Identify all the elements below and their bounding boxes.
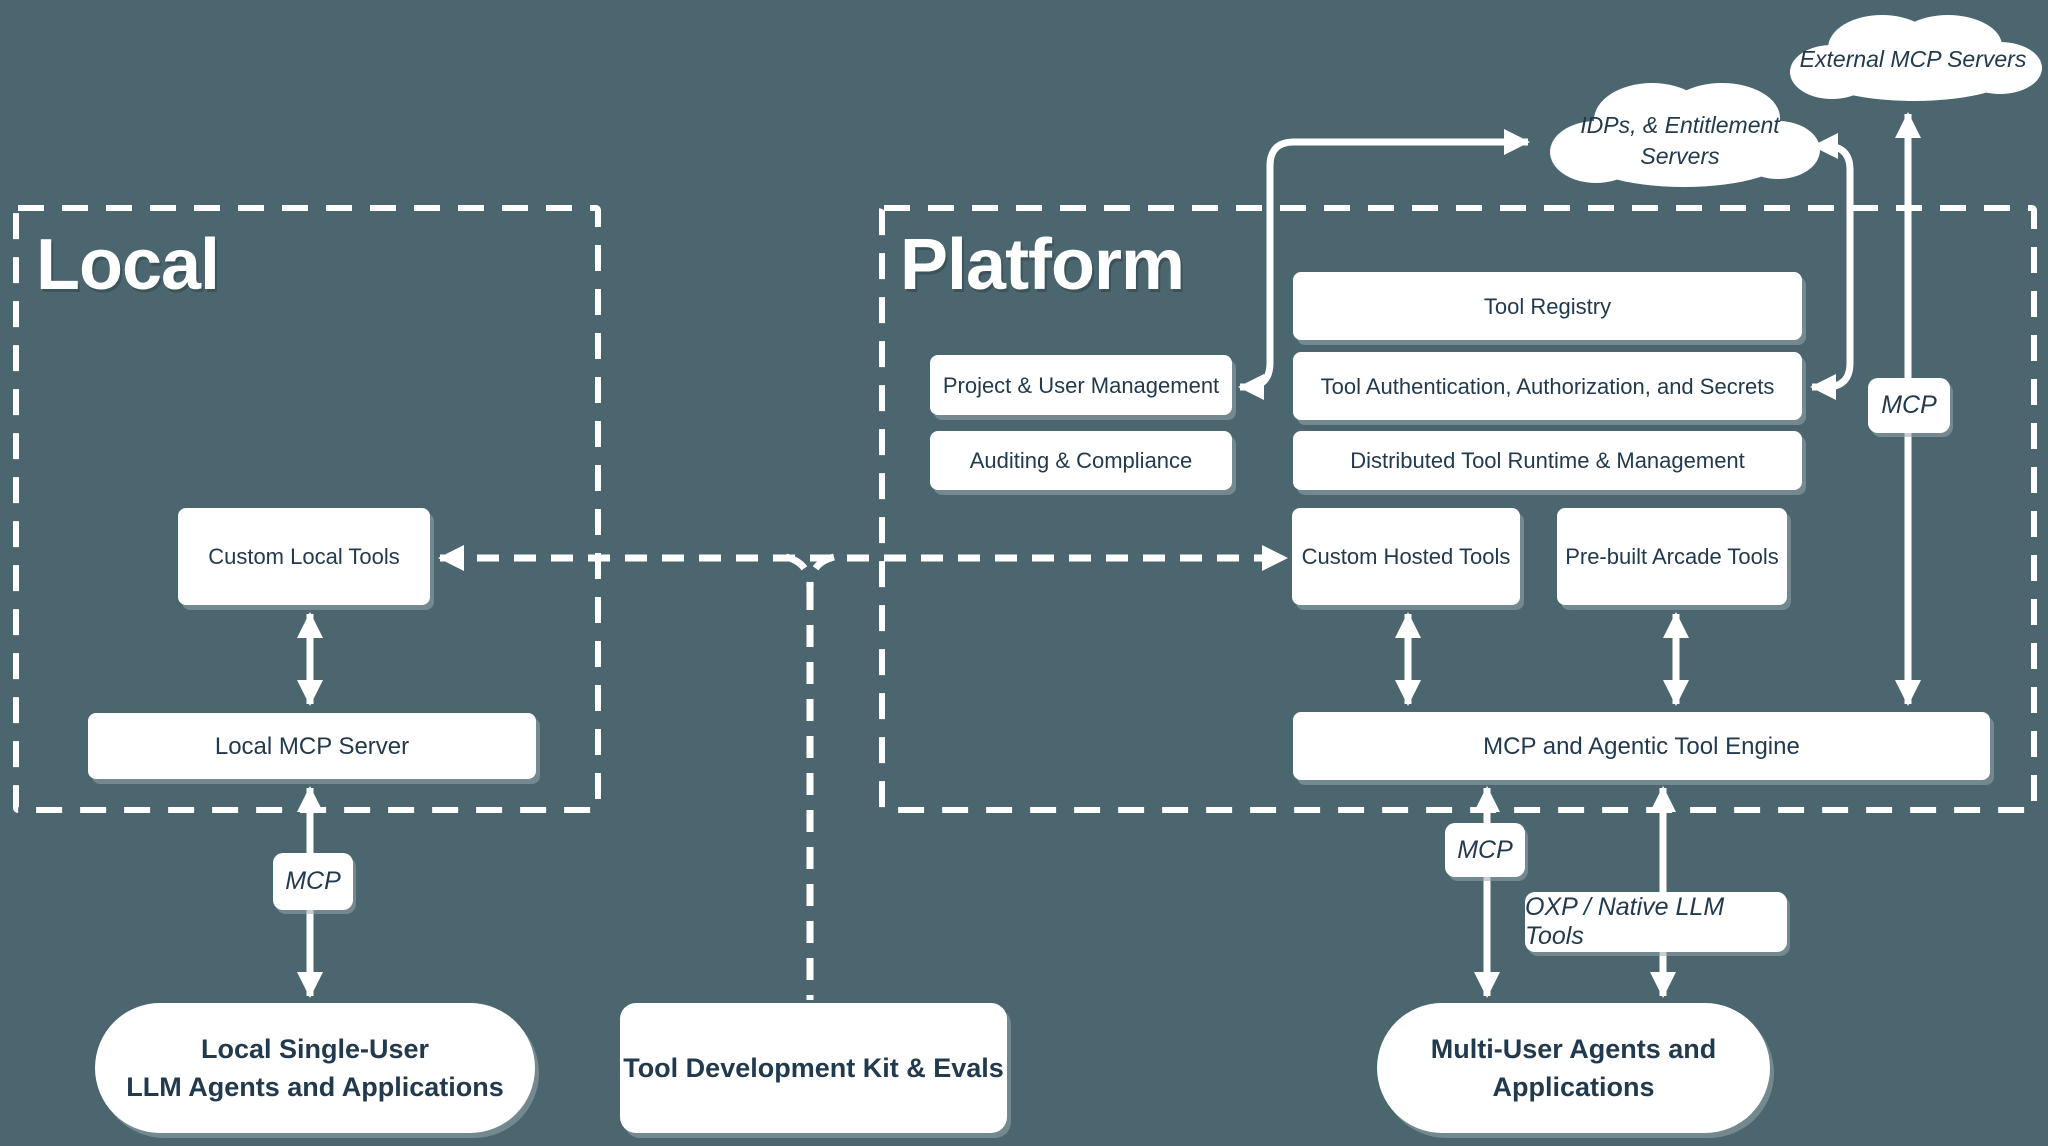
node-mcp-engine-label: MCP and Agentic Tool Engine bbox=[1483, 732, 1800, 760]
edge-label-mcp-local: MCP bbox=[273, 853, 353, 910]
dashed-connectors bbox=[438, 545, 1288, 1000]
node-tool-registry-label: Tool Registry bbox=[1483, 293, 1612, 319]
connector-idps-toolauth bbox=[1810, 133, 1854, 400]
idps-cloud-label-line1: IDPs, & Entitlement bbox=[1580, 112, 1780, 138]
node-local-agents-line2: LLM Agents and Applications bbox=[126, 1072, 504, 1102]
node-tool-registry: Tool Registry bbox=[1293, 272, 1802, 340]
node-local-mcp-server-label: Local MCP Server bbox=[214, 732, 410, 760]
connector-branch-right-curve bbox=[806, 553, 836, 589]
node-project-user-management-label: Project & User Management bbox=[942, 372, 1220, 398]
connector-branch-left-curve bbox=[784, 553, 814, 589]
external-mcp-cloud-label: External MCP Servers bbox=[1799, 46, 2027, 72]
external-mcp-cloud bbox=[1790, 15, 2042, 101]
node-project-user-management: Project & User Management bbox=[930, 355, 1232, 415]
node-custom-hosted-tools-label: Custom Hosted Tools bbox=[1301, 544, 1511, 569]
node-tool-dev-kit-label: Tool Development Kit & Evals bbox=[623, 1053, 1004, 1083]
node-auditing-compliance-label: Auditing & Compliance bbox=[969, 448, 1193, 473]
idps-cloud-label-line2: Servers bbox=[1640, 143, 1720, 169]
node-tool-dev-kit: Tool Development Kit & Evals bbox=[620, 1003, 1007, 1133]
node-multi-user-agents-line1: Multi-User Agents and bbox=[1430, 1034, 1717, 1064]
edge-label-oxp-native-llm-tools: OXP / Native LLM Tools bbox=[1525, 892, 1787, 952]
idps-cloud bbox=[1550, 83, 1820, 187]
node-multi-user-agents-line2: Applications bbox=[1492, 1072, 1655, 1102]
node-distributed-runtime-label: Distributed Tool Runtime & Management bbox=[1350, 448, 1745, 473]
node-auditing-compliance: Auditing & Compliance bbox=[930, 431, 1232, 490]
node-mcp-engine: MCP and Agentic Tool Engine bbox=[1293, 712, 1990, 780]
node-local-agents-line1: Local Single-User bbox=[200, 1034, 430, 1064]
edge-label-mcp-engine-down: MCP bbox=[1445, 823, 1525, 877]
node-custom-local-tools-label: Custom Local Tools bbox=[208, 544, 400, 569]
local-region-title: Local bbox=[36, 225, 220, 305]
node-local-mcp-server: Local MCP Server bbox=[88, 713, 536, 779]
node-custom-local-tools: Custom Local Tools bbox=[178, 508, 430, 605]
node-prebuilt-arcade-tools: Pre-built Arcade Tools bbox=[1557, 508, 1787, 605]
edge-label-mcp-external: MCP bbox=[1868, 378, 1950, 433]
connector-projectuser-idps bbox=[1238, 129, 1530, 400]
idps-cloud-label: IDPs, & Entitlement Servers bbox=[1558, 110, 1802, 172]
node-tool-authentication-label: Tool Authentication, Authorization, and … bbox=[1320, 373, 1775, 399]
node-local-agents: Local Single-User LLM Agents and Applica… bbox=[95, 1003, 535, 1133]
node-custom-hosted-tools: Custom Hosted Tools bbox=[1292, 508, 1520, 605]
node-tool-authentication: Tool Authentication, Authorization, and … bbox=[1293, 352, 1802, 420]
node-distributed-runtime: Distributed Tool Runtime & Management bbox=[1293, 431, 1802, 490]
node-multi-user-agents: Multi-User Agents and Applications bbox=[1377, 1003, 1770, 1133]
node-prebuilt-arcade-tools-label: Pre-built Arcade Tools bbox=[1565, 544, 1779, 569]
platform-region-title: Platform bbox=[900, 225, 1185, 305]
